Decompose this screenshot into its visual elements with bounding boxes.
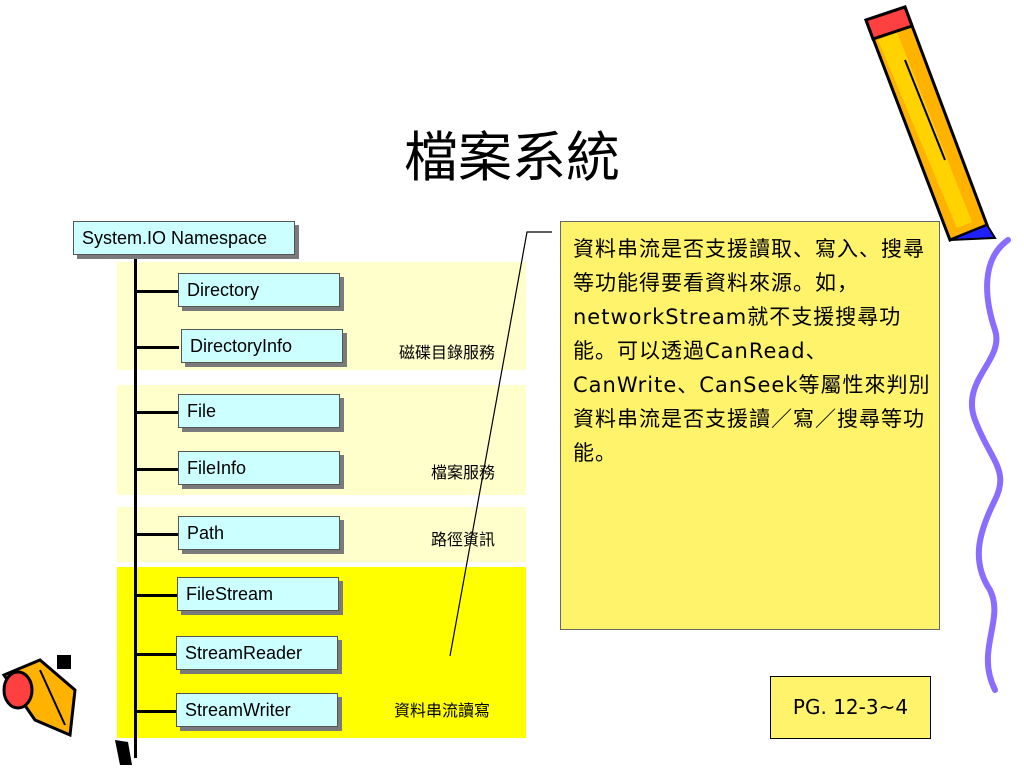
pencil-tip-fragment: [115, 740, 132, 765]
node-streamwriter: StreamWriter: [176, 693, 338, 727]
branch-line: [137, 468, 179, 471]
node-file: File: [178, 394, 340, 428]
branch-line: [137, 346, 179, 349]
branch-line: [137, 653, 179, 656]
category-label-file: 檔案服務: [431, 463, 496, 482]
branch-line: [137, 533, 179, 536]
branch-line: [137, 411, 179, 414]
callout-note: 資料串流是否支援讀取、寫入、搜尋等功能得要看資料來源。如，networkStre…: [560, 221, 940, 630]
branch-line: [137, 290, 179, 293]
branch-line: [137, 594, 179, 597]
callout-pointer-line: [449, 231, 552, 657]
node-filestream: FileStream: [177, 577, 339, 611]
squiggle-decoration: [968, 237, 1011, 693]
category-label-stream: 資料串流讀寫: [394, 701, 491, 720]
tree-trunk-line: [134, 258, 137, 758]
category-label-directory: 磁碟目錄服務: [399, 343, 496, 362]
node-path: Path: [178, 516, 340, 550]
pencil-icon: [1, 658, 77, 738]
branch-line: [137, 710, 179, 713]
pencil-tip-fragment: [57, 655, 71, 669]
node-fileinfo: FileInfo: [178, 451, 340, 485]
pencil-icon: [864, 5, 997, 242]
page-reference-box: PG. 12-3~4: [770, 676, 931, 739]
node-directoryinfo: DirectoryInfo: [181, 329, 343, 363]
root-node: System.IO Namespace: [73, 221, 295, 255]
category-label-path: 路徑資訊: [431, 530, 496, 549]
node-streamreader: StreamReader: [176, 636, 338, 670]
node-directory: Directory: [178, 273, 340, 307]
slide-title: 檔案系統: [404, 126, 620, 189]
